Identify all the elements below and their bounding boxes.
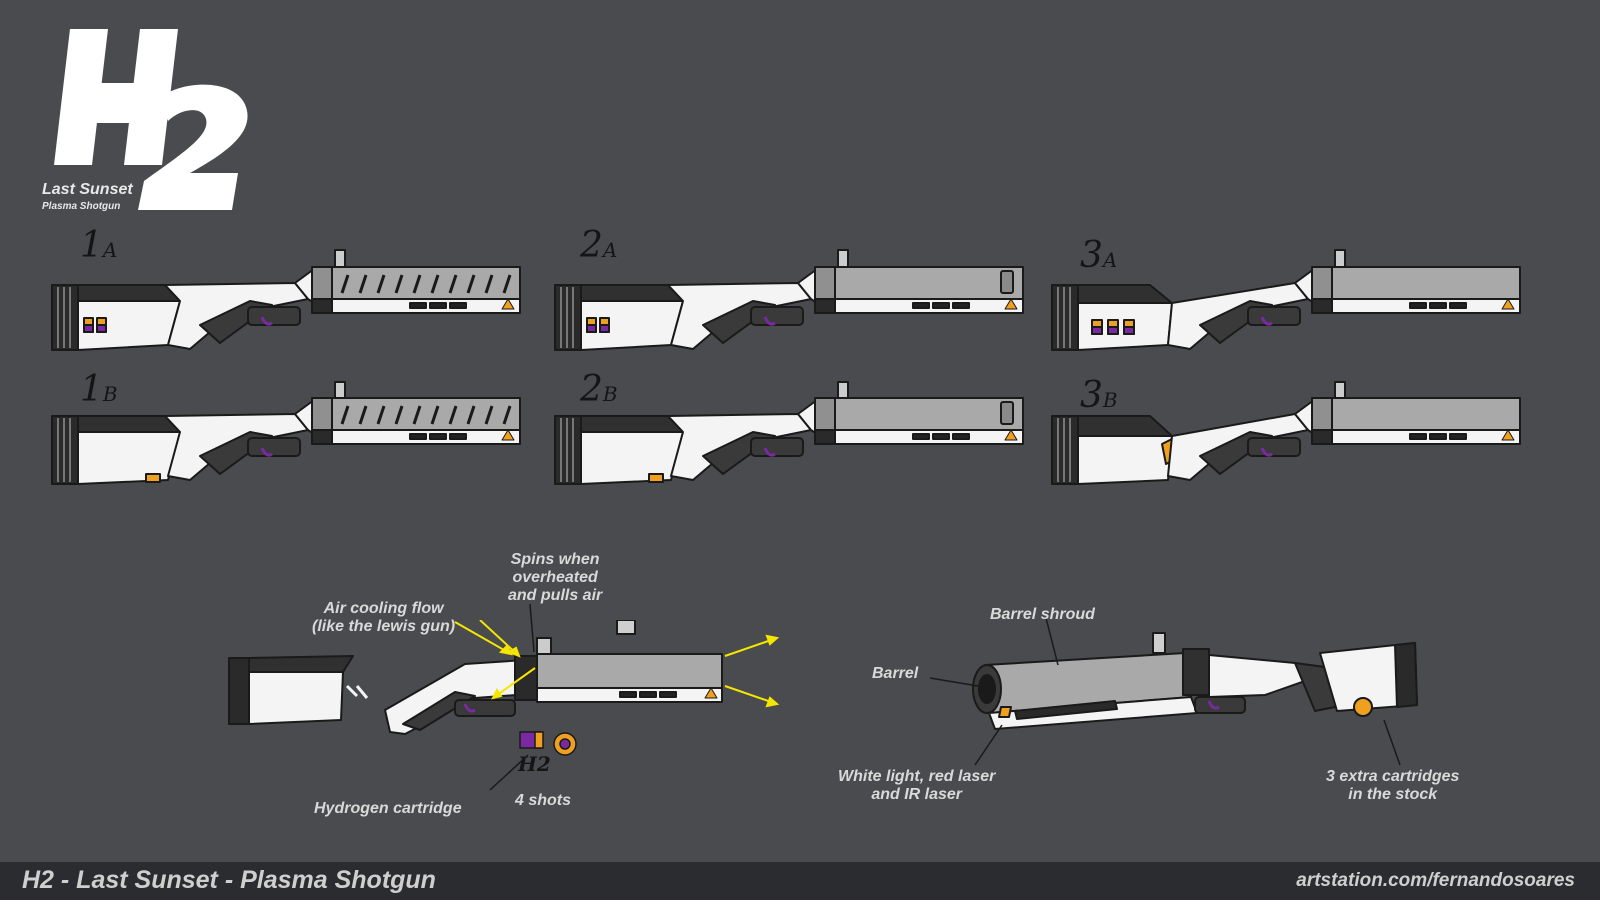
variant-label-2b: 2B xyxy=(580,369,618,410)
variant-label-1b: 1B xyxy=(80,369,118,410)
shotgun-variant-3a xyxy=(1051,249,1521,351)
lights-annotation: White light, red laser and IR laser xyxy=(838,768,996,803)
air-flow-arrows xyxy=(454,620,780,708)
h2-logo: Last Sunset Plasma Shotgun xyxy=(40,25,260,215)
shots-label: 4 shots xyxy=(515,792,572,809)
shotgun-variant-1b xyxy=(51,381,521,485)
logo-subtitle: Plasma Shotgun xyxy=(42,201,121,212)
variant-label-3b: 3B xyxy=(1080,375,1118,416)
shotgun-assembled-view xyxy=(972,632,1418,730)
hydrogen-cartridge-label: Hydrogen cartridge xyxy=(314,800,462,817)
fan-annotation: Spins when overheated and pulls air xyxy=(508,551,603,604)
shotgun-variant-1a xyxy=(51,249,521,351)
barrel-shroud-label: Barrel shroud xyxy=(990,606,1095,623)
h2-logo-mark xyxy=(54,29,248,210)
variant-label-3a: 3A xyxy=(1080,235,1118,276)
footer-title: H2 - Last Sunset - Plasma Shotgun xyxy=(22,866,436,894)
logo-title: Last Sunset xyxy=(42,181,133,198)
footer-bar: H2 - Last Sunset - Plasma Shotgun artsta… xyxy=(0,862,1600,900)
air-flow-annotation: Air cooling flow (like the lewis gun) xyxy=(312,600,456,635)
artstation-link[interactable]: artstation.com/fernandosoares xyxy=(1296,870,1575,891)
stock-cartridges-annotation: 3 extra cartridges in the stock xyxy=(1326,768,1460,803)
shotgun-variant-3b xyxy=(1051,381,1521,485)
shotgun-variant-2a xyxy=(554,249,1024,351)
shotgun-exploded-view xyxy=(228,620,780,756)
hydrogen-cartridge xyxy=(519,731,577,756)
variant-label-2a: 2A xyxy=(580,225,618,266)
variant-label-1a: 1A xyxy=(80,225,118,266)
barrel-label: Barrel xyxy=(872,665,919,682)
shotgun-variant-2b xyxy=(554,381,1024,485)
cartridge-logo-mark: H2 xyxy=(518,752,551,776)
